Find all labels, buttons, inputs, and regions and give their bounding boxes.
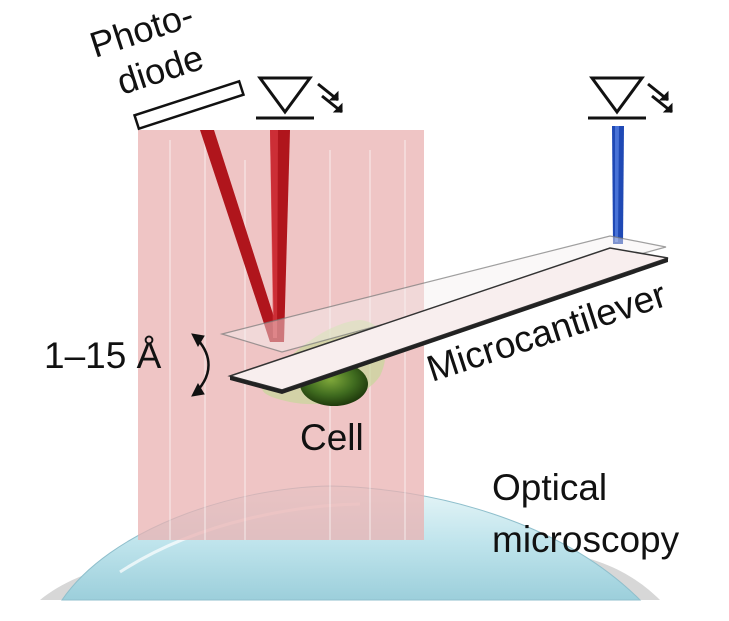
optical-label-line1: Optical [492,467,607,508]
microcantilever [227,247,669,394]
gap-label: 1–15 Å [44,335,162,376]
red-laser-beams [200,130,290,342]
cantilever-deflected [219,235,667,353]
photodiode-bar [132,79,246,131]
cell-label: Cell [300,417,364,458]
laser-source-icon-right [588,76,673,120]
optical-label-line2: microscopy [492,519,680,560]
laser-source-icon-left [256,76,343,120]
blue-laser-beam [612,126,624,244]
gap-double-arrow [191,333,210,397]
